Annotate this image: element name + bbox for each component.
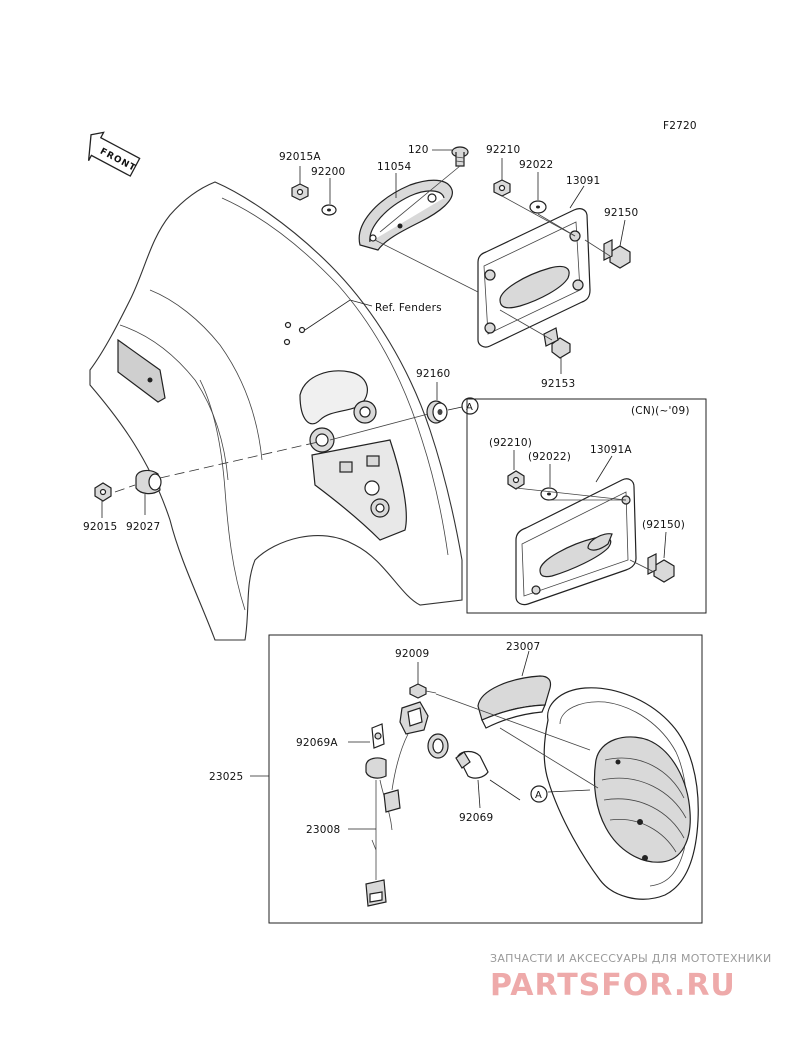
part-120 (451, 146, 469, 167)
part-92027 (135, 469, 162, 495)
label-92027: 92027 (126, 521, 160, 533)
label-92022: 92022 (519, 159, 553, 171)
label-120: 120 (408, 144, 429, 156)
label-11054: 11054 (377, 161, 412, 173)
part-92015 (94, 482, 112, 502)
label-23008: 23008 (306, 824, 340, 836)
ref-fenders-label: Ref. Fenders (375, 302, 442, 314)
part-92015A (291, 183, 309, 201)
part-23007 (477, 675, 552, 729)
variant-part-92022 (540, 487, 558, 501)
variant-part-13091A (515, 478, 637, 606)
label-92015: 92015 (83, 521, 117, 533)
part-92200 (321, 204, 337, 216)
label-92210: 92210 (486, 144, 520, 156)
label-23007: 23007 (506, 641, 540, 653)
part-92160 (426, 400, 448, 424)
callout-a-bottom: A (530, 785, 548, 803)
variant-part-92150 (647, 553, 675, 583)
part-92153 (543, 327, 571, 359)
label-92150: 92150 (604, 207, 638, 219)
front-arrow-icon: FRONT (87, 131, 141, 177)
variant-part-92210 (507, 470, 525, 490)
label-13091: 13091 (566, 175, 600, 187)
part-92150 (603, 239, 631, 269)
tail-lamp-housing (543, 687, 699, 900)
callout-a-top: A (461, 397, 479, 415)
label-92153: 92153 (541, 378, 575, 390)
part-92069A (371, 723, 385, 749)
variant-label-92022: (92022) (528, 451, 571, 463)
callout-a-top-text: A (466, 402, 473, 413)
variant-note: (CN)(~'09) (631, 405, 690, 417)
taillamp-box (268, 634, 703, 924)
part-92022 (529, 200, 547, 214)
variant-box (466, 398, 707, 614)
label-23025: 23025 (209, 771, 243, 783)
rear-fender (89, 181, 463, 641)
watermark-caption: ЗАПЧАСТИ И АКСЕССУАРЫ ДЛЯ МОТОТЕХНИКИ (490, 952, 772, 965)
part-92009 (409, 683, 437, 699)
figure-code: F2720 (663, 120, 697, 132)
label-92069A: 92069A (296, 737, 338, 749)
label-92069: 92069 (459, 812, 493, 824)
label-92015A: 92015A (279, 151, 321, 163)
part-11054 (358, 179, 453, 251)
label-92160: 92160 (416, 368, 450, 380)
part-23008 (365, 701, 429, 907)
variant-label-13091A: 13091A (590, 444, 632, 456)
watermark-logo: PARTSFOR.RU (490, 968, 736, 1003)
variant-label-92150: (92150) (642, 519, 685, 531)
callout-a-bottom-text: A (535, 790, 542, 801)
part-92069 (455, 750, 489, 779)
variant-label-92210: (92210) (489, 437, 532, 449)
part-13091 (477, 208, 591, 348)
part-92210 (493, 179, 511, 197)
label-92200: 92200 (311, 166, 345, 178)
label-92009: 92009 (395, 648, 429, 660)
part-gasket (427, 733, 449, 759)
